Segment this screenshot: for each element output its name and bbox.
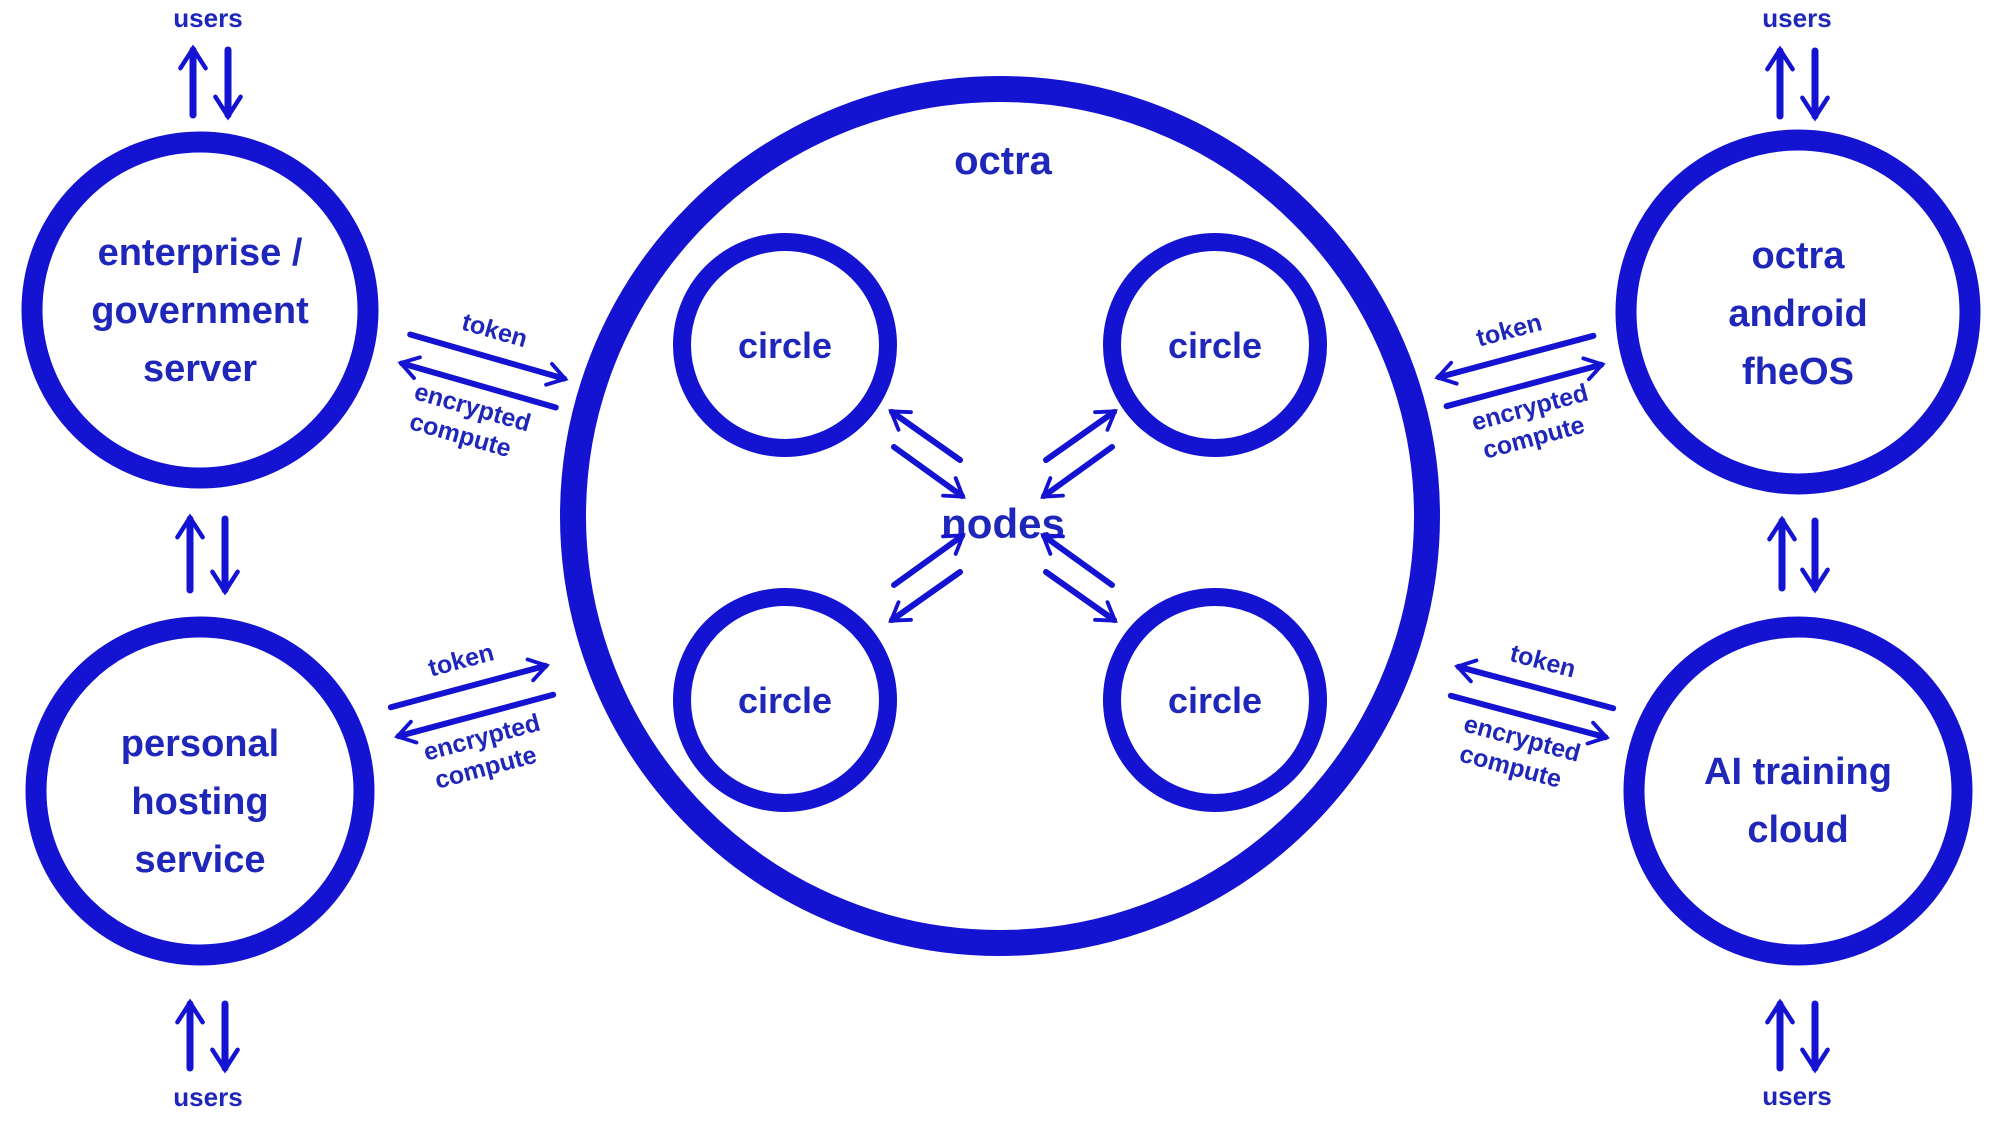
- inner-circle-bottom-left-label: circle: [738, 680, 832, 721]
- inner-circle-bottom-right: [1103, 588, 1327, 812]
- personal-hosting-service-label-line-2: hosting: [131, 781, 268, 823]
- inner-circle-bottom-right-label: circle: [1168, 680, 1262, 721]
- enterprise-government-server-label-line-1: enterprise /: [98, 232, 303, 274]
- flow-group-bottom-right: token encrypted compute: [1447, 639, 1617, 794]
- encrypted-compute-arrow-top-left: [397, 355, 559, 411]
- nodes-outbound-arrow-top-left: [888, 409, 963, 463]
- nodes-inbound-arrow-top-right: [1040, 444, 1115, 499]
- personal-hosting-service-label-line-1: personal: [121, 723, 279, 765]
- ai-training-cloud-label-line-2: cloud: [1747, 809, 1848, 851]
- inner-circle-bottom-left: [673, 588, 897, 812]
- enterprise-government-server-label-line-2: government: [91, 290, 309, 332]
- token-label-bottom-right: token: [1507, 639, 1579, 683]
- octra-hub-label: octra: [954, 139, 1053, 183]
- octra-android-fheos-label-line-2: android: [1728, 293, 1867, 335]
- users-label-top-left: users: [173, 3, 242, 33]
- nodes-outbound-arrow-top-right: [1043, 409, 1118, 463]
- octra-android-fheos-label-line-1: octra: [1752, 235, 1846, 277]
- users-label-bottom-right: users: [1762, 1081, 1831, 1111]
- nodes-inbound-arrow-top-left: [891, 444, 966, 499]
- personal-hosting-service-circle: [25, 616, 375, 966]
- nodes-inbound-arrow-bottom-right: [1040, 533, 1115, 588]
- nodes-outbound-arrow-bottom-left: [888, 569, 963, 623]
- flow-group-top-right: token encrypted compute: [1434, 308, 1606, 465]
- encrypted-compute-arrow-bottom-left: [394, 691, 557, 745]
- nodes-outbound-arrow-bottom-right: [1043, 569, 1118, 623]
- ai-training-cloud-circle: [1623, 616, 1973, 966]
- octra-android-fheos-circle: [1615, 129, 1981, 495]
- flow-group-bottom-left: token encrypted compute: [387, 638, 557, 795]
- token-label-top-right: token: [1473, 308, 1545, 352]
- encrypted-compute-arrow-top-right: [1443, 356, 1606, 410]
- inner-circle-top-right: [1103, 233, 1327, 457]
- inner-circle-top-right-label: circle: [1168, 325, 1262, 366]
- token-label-top-left: token: [459, 308, 531, 353]
- octra-hub-circle: [560, 76, 1440, 956]
- nodes-inbound-arrow-bottom-left: [891, 533, 966, 588]
- users-label-top-right: users: [1762, 3, 1831, 33]
- token-label-bottom-left: token: [425, 638, 497, 682]
- inner-circle-top-left: [673, 233, 897, 457]
- token-arrow-bottom-right: [1454, 658, 1617, 712]
- encrypted-compute-arrow-bottom-right: [1447, 692, 1610, 746]
- token-arrow-top-right: [1434, 332, 1597, 386]
- flow-group-top-left: token encrypted compute: [397, 308, 569, 463]
- octra-android-fheos-label-line-3: fheOS: [1742, 351, 1854, 393]
- personal-hosting-service-label-line-3: service: [134, 839, 265, 881]
- users-label-bottom-left: users: [173, 1082, 242, 1112]
- ai-training-cloud-label-line-1: AI training: [1704, 751, 1892, 793]
- enterprise-government-server-circle: [21, 131, 379, 489]
- enterprise-government-server-label-line-3: server: [143, 348, 257, 390]
- token-arrow-bottom-left: [387, 657, 550, 711]
- token-arrow-top-left: [407, 331, 569, 387]
- inner-circle-top-left-label: circle: [738, 325, 832, 366]
